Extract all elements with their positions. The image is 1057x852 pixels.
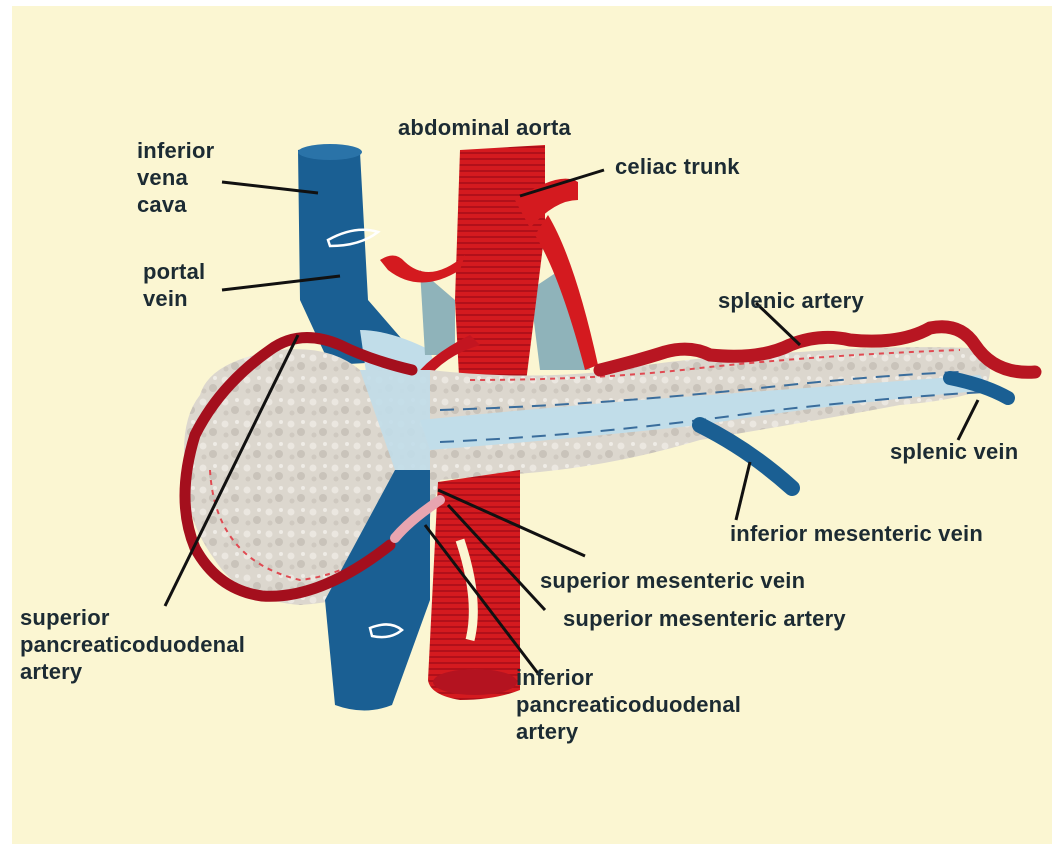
- label-line: inferior: [516, 664, 741, 691]
- label-superior-pancreaticoduodenal-artery: superior pancreaticoduodenal artery: [20, 604, 245, 685]
- label-abdominal-aorta: abdominal aorta: [398, 114, 571, 141]
- label-line: vena: [137, 164, 214, 191]
- label-line: inferior: [137, 137, 214, 164]
- leader-inferior-mesenteric-vein: [736, 462, 750, 520]
- label-line: portal: [143, 258, 205, 285]
- label-line: pancreaticoduodenal: [516, 691, 741, 718]
- label-line: artery: [20, 658, 245, 685]
- vessel-shadow-left: [420, 270, 455, 355]
- label-line: cava: [137, 191, 214, 218]
- label-portal-vein: portal vein: [143, 258, 205, 312]
- label-superior-mesenteric-artery: superior mesenteric artery: [563, 605, 846, 632]
- label-line: pancreaticoduodenal: [20, 631, 245, 658]
- leader-splenic-vein: [958, 400, 978, 440]
- label-line: vein: [143, 285, 205, 312]
- label-inferior-mesenteric-vein: inferior mesenteric vein: [730, 520, 983, 547]
- label-splenic-vein: splenic vein: [890, 438, 1018, 465]
- label-line: superior: [20, 604, 245, 631]
- label-superior-mesenteric-vein: superior mesenteric vein: [540, 567, 805, 594]
- label-line: artery: [516, 718, 741, 745]
- label-inferior-vena-cava: inferior vena cava: [137, 137, 214, 218]
- label-splenic-artery: splenic artery: [718, 287, 864, 314]
- label-celiac-trunk: celiac trunk: [615, 153, 740, 180]
- label-inferior-pancreaticoduodenal-artery: inferior pancreaticoduodenal artery: [516, 664, 741, 745]
